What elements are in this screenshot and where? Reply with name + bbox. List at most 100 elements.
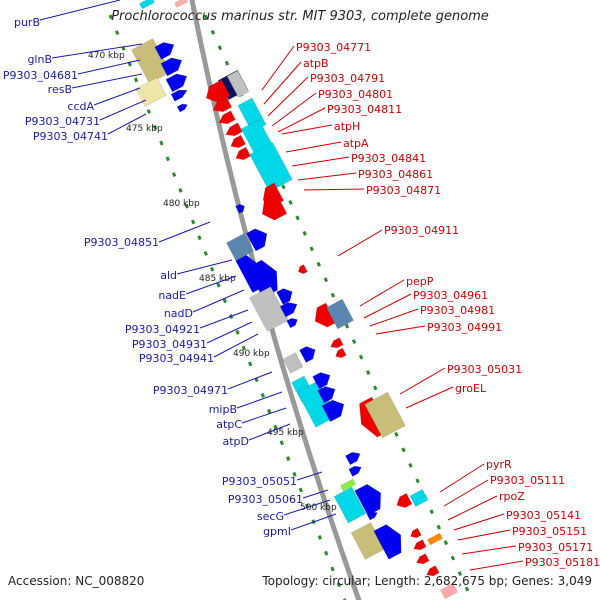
gene-label-left: atpC: [216, 418, 242, 431]
gene-label-left: purB: [14, 16, 40, 29]
leader-line: [447, 495, 498, 521]
gene-label-right: P9303_04961: [413, 289, 488, 302]
gene-label-left: nadD: [164, 307, 193, 320]
gene-label-left: secG: [257, 510, 284, 523]
scale-label: 495 kbp: [267, 428, 304, 438]
gene-label-right: P9303_04871: [366, 184, 441, 197]
leader-line: [296, 471, 323, 481]
gene-block: [409, 489, 429, 507]
leader-line: [51, 43, 143, 59]
leader-line: [107, 113, 147, 135]
gene-label-left: mipB: [209, 403, 237, 416]
reverse-gene-arrow: [230, 134, 246, 149]
reverse-gene-arrow: [225, 122, 243, 137]
gene-label-right: atpH: [334, 120, 360, 133]
gene-label-right: P9303_04801: [318, 88, 393, 101]
gene-label-right: P9303_04791: [310, 72, 385, 85]
scale-ticks-inner: [108, 14, 347, 600]
gene-block: [340, 478, 356, 492]
leader-line: [359, 279, 405, 307]
gene-label-left: ccdA: [67, 100, 94, 113]
gene-label-left: P9303_04741: [33, 130, 108, 143]
leader-line: [439, 463, 485, 493]
gene-label-left: P9303_04681: [3, 69, 78, 82]
leader-line: [337, 229, 383, 257]
leader-line: [71, 73, 143, 89]
gene-label-right: P9303_05151: [512, 525, 587, 538]
gene-label-right: P9303_04911: [384, 224, 459, 237]
forward-gene-arrow: [235, 203, 245, 214]
scale-label: 500 kbp: [300, 503, 337, 513]
gene-label-right: pyrR: [486, 458, 512, 471]
leader-line: [39, 0, 121, 21]
gene-label-left: P9303_05051: [222, 475, 297, 488]
reverse-gene-arrow: [413, 539, 427, 551]
leader-line: [283, 499, 331, 516]
leader-line: [158, 221, 211, 243]
leader-line: [375, 325, 426, 335]
scale-label: 475 kbp: [126, 124, 163, 134]
gene-block: [427, 532, 443, 546]
gene-label-right: P9303_04841: [351, 152, 426, 165]
gene-block: [226, 233, 254, 261]
leader-line: [399, 367, 446, 395]
leader-line: [227, 371, 273, 390]
forward-gene-arrow: [299, 346, 316, 363]
gene-label-right: P9303_05181: [525, 556, 600, 569]
leader-line: [263, 61, 302, 105]
gene-label-left: P9303_05061: [228, 493, 303, 506]
leader-line: [248, 423, 291, 441]
leader-line: [192, 289, 245, 313]
forward-gene-arrow: [154, 42, 175, 60]
gene-block: [282, 352, 304, 374]
forward-gene-arrow: [160, 57, 183, 77]
gene-block: [326, 298, 354, 330]
leader-line: [213, 333, 259, 358]
leader-line: [405, 386, 454, 409]
gene-label-right: P9303_04861: [358, 168, 433, 181]
gene-label-left: gpmI: [263, 525, 291, 538]
gene-label-left: P9303_04851: [84, 236, 159, 249]
accession-text: Accession: NC_008820: [8, 574, 145, 588]
scale-label: 490 kbp: [233, 349, 270, 359]
forward-gene-arrow: [348, 465, 362, 477]
forward-gene-arrow: [279, 302, 298, 318]
gene-block: [135, 77, 167, 107]
leader-line: [303, 188, 365, 191]
gene-block: [249, 141, 293, 193]
gene-label-right: P9303_04991: [427, 321, 502, 334]
leader-line: [176, 259, 233, 275]
forward-gene-arrow: [354, 483, 382, 516]
scale-label: 485 kbp: [199, 274, 236, 284]
forward-gene-arrow: [176, 103, 188, 113]
reverse-gene-arrow: [212, 96, 233, 113]
gene-label-right: P9303_05141: [506, 509, 581, 522]
gene-label-right: groEL: [455, 382, 487, 395]
gene-block: [364, 391, 406, 439]
leader-line: [443, 479, 489, 507]
forward-gene-arrow: [245, 228, 268, 252]
gene-label-left: resB: [48, 83, 72, 96]
reverse-gene-arrow: [396, 493, 413, 508]
reverse-gene-arrow: [261, 193, 288, 221]
reverse-gene-arrow: [330, 337, 344, 349]
scale-label: 470 kbp: [88, 51, 125, 61]
forward-gene-arrow: [317, 386, 336, 404]
leader-line: [267, 76, 309, 117]
gene-label-right: P9303_04771: [296, 41, 371, 54]
leader-line: [206, 321, 253, 344]
leader-line: [363, 293, 412, 319]
leader-line: [469, 560, 524, 571]
gene-label-left: ald: [160, 269, 177, 282]
forward-gene-arrow: [373, 524, 402, 560]
gene-label-right: P9303_05171: [518, 541, 593, 554]
gene-label-right: P9303_05031: [447, 363, 522, 376]
gene-label-right: atpB: [303, 57, 329, 70]
leader-line: [277, 107, 326, 133]
page-title: Prochlorococcus marinus str. MIT 9303, c…: [111, 9, 489, 24]
gene-label-left: P9303_04941: [139, 352, 214, 365]
leader-line: [281, 124, 333, 135]
gene-label-left: P9303_04921: [125, 323, 200, 336]
gene-label-right: rpoZ: [499, 490, 525, 503]
